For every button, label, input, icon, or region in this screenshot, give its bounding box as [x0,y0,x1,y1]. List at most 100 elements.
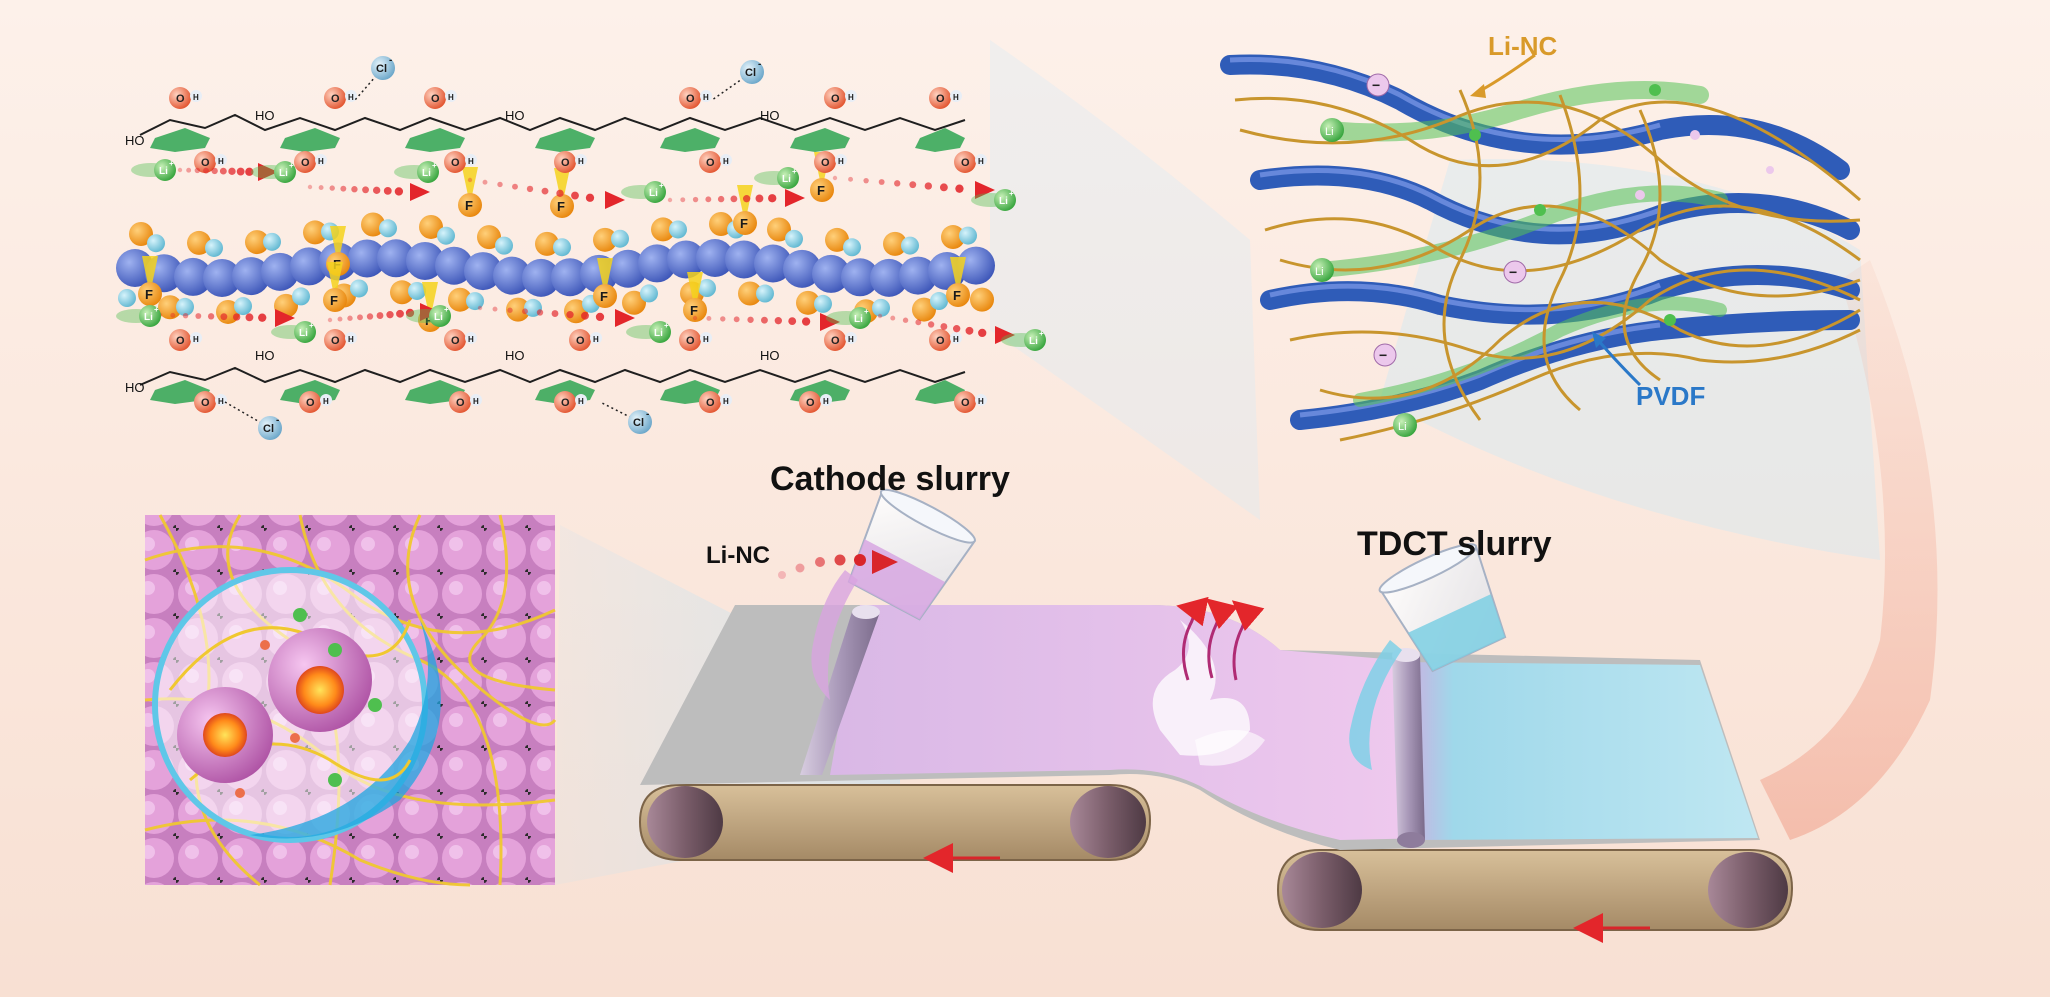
svg-text:Li: Li [1315,266,1324,278]
chloride-label: Cl [376,63,387,75]
fluorine-sphere [187,230,211,255]
transport-dot [915,319,922,326]
li-ion [649,321,671,343]
hydrogen-bond-line [711,71,753,101]
ho-label: HO [255,348,275,363]
hydrogen-bond-wedge [462,167,478,205]
transport-dot [383,186,392,195]
oxygen-atom [194,391,216,413]
li-ion [429,305,451,327]
li-ion-charge: + [289,161,294,170]
coating-line [638,488,1794,943]
transport-dot [774,317,782,325]
hydrogen-sphere [611,229,629,248]
oxygen-atom [260,640,270,650]
li-ion [994,189,1016,211]
oxygen-label: O [561,157,570,169]
chloride-label: Cl [633,417,644,429]
hydrogen-label: H [703,93,709,102]
hydrogen-bond-wedge [327,262,343,300]
hydrogen-label: H [218,157,224,166]
hydrogen-sphere [408,281,426,300]
carbon-sphere [203,258,241,297]
hydrogen-atom [345,90,357,102]
chloride-ions: Cl-Cl-Cl-Cl- [224,55,764,440]
transport-dot [396,309,404,318]
li-ion-label: Li [422,168,431,179]
li-nc-dot-stream [778,550,898,579]
oxygen-atom [169,87,191,109]
li-nc-fiber [1234,96,1861,202]
transport-dot [366,313,374,320]
transport-dot [482,179,488,185]
oxygen-label: O [201,397,210,409]
lens-swoosh [250,620,441,839]
transport-dot [924,182,932,190]
cathode-slurry-stream [811,570,858,700]
transport-dot [878,179,885,185]
hydrogen-atom [320,394,332,406]
hydrogen-atom [345,332,357,344]
transport-arrowhead [605,191,625,209]
oxygen-atom [954,151,976,173]
transport-dot [467,177,473,183]
hydrogen-label: H [723,157,729,166]
li-ion-label: Li [299,328,308,339]
oxygen-atom [554,391,576,413]
transport-dot [585,193,595,202]
li-nc-fiber [1264,204,1861,273]
li-ion-charge: + [432,161,437,170]
li-ion-charge: + [1039,329,1044,338]
oxygen-atom [444,151,466,173]
anion: − [1373,343,1397,367]
li-nc-fiber [1319,300,1861,400]
oxygen-atom [824,329,846,351]
li-ion: Li [1393,413,1417,437]
chloride-charge: - [276,415,279,426]
li-ion [328,773,342,787]
carbon-sphere [551,258,589,297]
hydrogen-atom [190,332,202,344]
transport-dot [170,312,176,318]
chloride-ion [628,410,652,434]
hydrogen-atom [835,154,847,166]
oxygen-atom [194,151,216,173]
upper-glucose-rings [150,128,965,152]
fluorine-sphere [506,297,530,322]
li-ion [1469,129,1481,141]
electrode-microstructure [144,514,557,887]
transport-dot [373,186,381,194]
fluorine-atom [733,211,757,235]
li-ion-charge: + [792,167,797,176]
transport-dot [848,176,853,182]
hydrogen-bond-wedge [687,272,703,310]
transport-dot [571,191,579,200]
anion [1766,166,1774,174]
li-ion [1024,329,1046,351]
transport-dot [940,323,948,330]
fluorine-sphere [883,231,907,256]
li-ion-label: Li [144,312,153,323]
oxygen-atom [679,329,701,351]
transport-dot [186,167,192,173]
oxygen-label: O [961,157,970,169]
svg-text:−: − [1509,264,1517,280]
transport-dot [536,309,544,316]
hydrogen-sphere [669,220,687,239]
oxygen-label: O [706,157,715,169]
li-ion-label: Li [159,166,168,177]
anion-markers: − − − [1366,73,1774,367]
fluorine-sphere [477,225,501,250]
lower-cellulose-chain [139,366,966,386]
transport-dot [307,184,313,190]
pvdf-fiber-label: PVDF [1636,381,1705,411]
fluorine-sphere [390,280,414,305]
transport-arrowhead [275,309,295,327]
transport-dot [177,167,183,173]
li-nc-fiber-label: Li-NC [1488,31,1558,61]
oxygen-atom [294,151,316,173]
transport-dot [927,321,935,328]
oxygen-atom [954,391,976,413]
li-nc-pointer-head [1470,84,1486,98]
